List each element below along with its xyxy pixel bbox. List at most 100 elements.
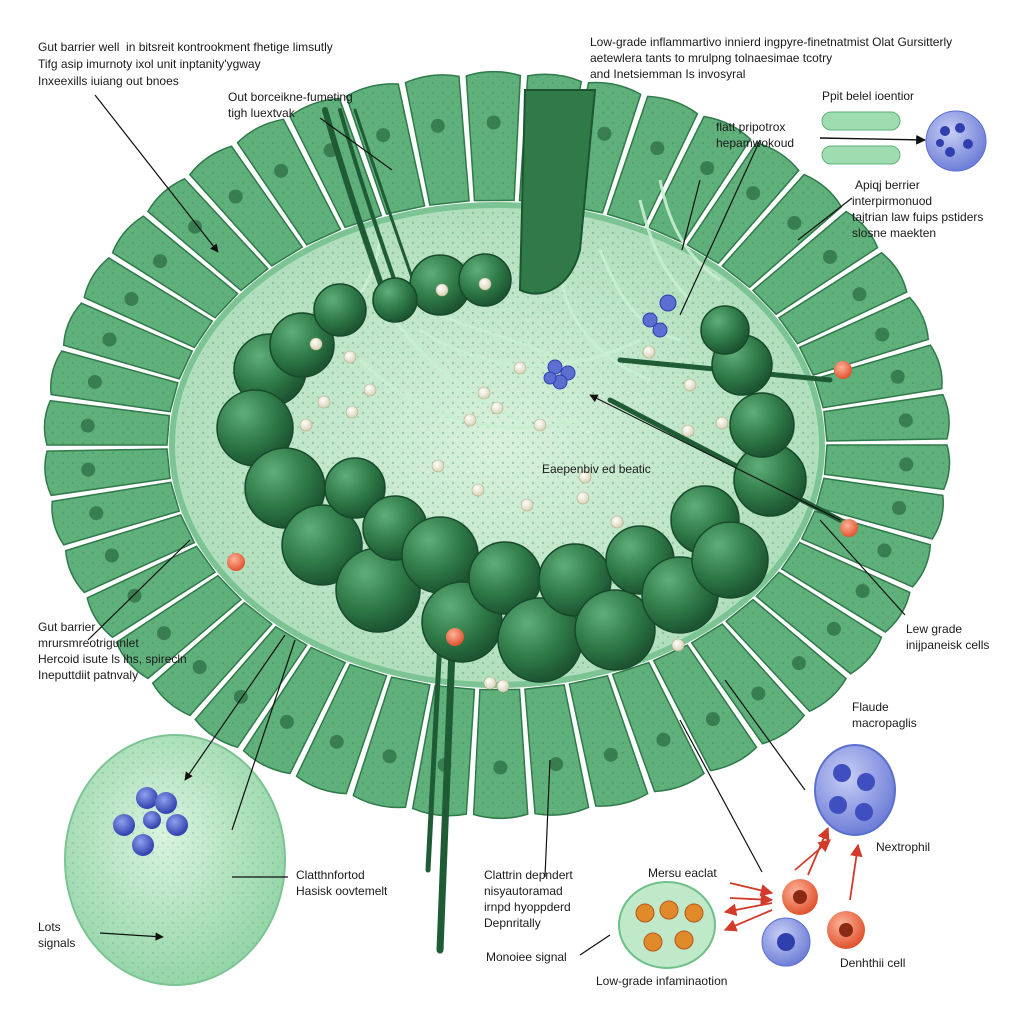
epithelial-cell-texture: [691, 624, 805, 744]
epithelial-cell-texture: [801, 511, 931, 587]
epithelial-cell-texture: [296, 664, 387, 794]
epithelial-cell-texture: [44, 400, 170, 445]
epithelial-cell-texture: [722, 174, 842, 288]
label-right-lower-2: macropaglis: [852, 716, 917, 730]
lumen-particle: [533, 418, 547, 432]
lumen-particle: [578, 470, 592, 484]
epithelial-cell-texture: [112, 216, 238, 318]
epithelial-cell-texture: [195, 626, 307, 748]
epithelial-cell-texture: [756, 572, 882, 674]
barrier-permeability-icon: [819, 110, 987, 172]
dark-sphere: [281, 504, 363, 586]
epithelial-cell-texture: [405, 74, 470, 206]
epithelial-cell-texture: [353, 677, 430, 808]
epithelial-nucleus: [192, 660, 207, 675]
label-oval-2: Hasisk oovtemelt: [296, 884, 388, 898]
label-top-center-3: and Inetsiemman Is invosyral: [590, 67, 746, 81]
label-top-right-mid-1: flatt pripotrox: [716, 120, 786, 134]
dark-sphere: [313, 283, 367, 337]
lumen-particle: [610, 515, 624, 529]
lumen-particle: [671, 638, 685, 652]
epithelial-nucleus: [787, 215, 802, 230]
epithelial-nucleus: [603, 747, 618, 762]
epithelial-cell-texture: [816, 478, 944, 539]
epithelial-nucleus: [855, 584, 870, 599]
label-top-right-mid-2: hepamwokoud: [716, 136, 795, 150]
lumen-particle: [345, 405, 359, 419]
pointer-lines: [87, 94, 906, 956]
epithelial-nucleus: [153, 254, 168, 269]
label-top-right-lower-2: interpirmonuod: [852, 194, 933, 208]
epithelial-cell-texture: [152, 602, 272, 716]
lumen-particles: [299, 277, 729, 693]
label-top-left-2: Tifg asip imurnoty ixol unit inptanity'y…: [38, 57, 261, 71]
dark-sphere: [574, 589, 656, 671]
label-top-left-sub-2: tigh luextvak: [228, 106, 295, 120]
epithelial-nucleus: [597, 126, 612, 141]
label-top-left-1: Gut barrier well in bitsreit kontrookmen…: [38, 40, 333, 54]
lumen-particle: [490, 401, 504, 415]
lumen-particle: [477, 386, 491, 400]
epithelial-cell-texture: [653, 645, 757, 771]
epithelial-nucleus: [705, 712, 720, 727]
epithelial-cell-texture: [607, 96, 698, 226]
epithelial-nucleus: [656, 732, 671, 747]
epithelial-cell-texture: [824, 445, 950, 490]
label-low-grade-inflammation: Low-grade infaminaotion: [596, 974, 728, 988]
lumen-particle: [431, 459, 445, 473]
epithelial-nucleus: [746, 186, 761, 201]
lumen-particle: [463, 413, 477, 427]
label-monocyte-signal: Monoiee signal: [486, 950, 567, 964]
epithelial-cell-texture: [687, 142, 799, 264]
label-top-right-lower-3: tajtrian law fuips pstiders: [852, 210, 984, 224]
label-left-mid-4: Ineputtdiit patnvaly: [38, 668, 139, 682]
label-bottom-center-2: nisyautoramad: [484, 884, 563, 898]
dark-sphere: [729, 392, 795, 458]
lumen-particle: [317, 395, 331, 409]
lumen-particle: [483, 676, 497, 690]
epithelial-nucleus: [875, 327, 890, 342]
lumen-particle: [435, 283, 449, 297]
lumen-particle: [471, 483, 485, 497]
epithelial-nucleus: [329, 734, 344, 749]
inflammatory-red-dots: [227, 361, 858, 646]
epithelial-cell-texture: [814, 345, 943, 408]
label-top-left-sub-1: Out borceikne-fumeting: [228, 90, 353, 104]
epithelial-nucleus: [700, 161, 715, 176]
epithelial-cell-texture: [823, 394, 950, 441]
label-bottom-center-3: irnpd hyoppderd: [484, 900, 571, 914]
epithelial-cell-texture: [466, 71, 521, 201]
epithelial-nucleus: [81, 462, 96, 477]
blue-cluster-right: [642, 294, 677, 338]
lumen-particle: [513, 361, 527, 375]
label-lumen-center: Eaepenbiv ed beatic: [542, 462, 651, 476]
epithelial-cell-texture: [84, 257, 213, 348]
epithelial-cell-texture: [189, 146, 303, 266]
epithelial-nucleus: [382, 749, 397, 764]
signaling-arrows: [723, 826, 863, 932]
lumen-particle: [343, 350, 357, 364]
epithelial-nucleus: [127, 588, 142, 603]
label-bottom-left-small-1: Lots: [38, 920, 61, 934]
epithelial-cell-texture: [799, 297, 929, 376]
label-left-mid-3: Hercoid isute ls ihs, spirecln: [38, 652, 187, 666]
dark-sphere: [691, 521, 769, 599]
epithelial-cell-texture: [87, 546, 216, 638]
epithelial-cell-texture: [346, 83, 425, 215]
epithelial-cell-texture: [752, 211, 878, 315]
red-immune-cell: [827, 911, 865, 949]
epithelial-cell-texture: [473, 689, 528, 819]
epithelial-nucleus: [274, 163, 289, 178]
enlarged-cell-oval: [64, 734, 286, 986]
label-neutrophil: Nextrophil: [876, 840, 931, 854]
epithelial-nucleus: [791, 656, 806, 671]
epithelial-nucleus: [87, 374, 102, 389]
label-left-mid-1: Gut barrier: [38, 620, 96, 634]
epithelial-cell-texture: [63, 303, 193, 379]
epithelial-nucleus: [898, 413, 913, 428]
epithelial-nucleus: [493, 760, 508, 775]
lumen-particle: [478, 277, 492, 291]
epithelial-nucleus: [430, 118, 445, 133]
epithelial-nucleus: [877, 543, 892, 558]
monocyte-cell: [618, 881, 716, 969]
